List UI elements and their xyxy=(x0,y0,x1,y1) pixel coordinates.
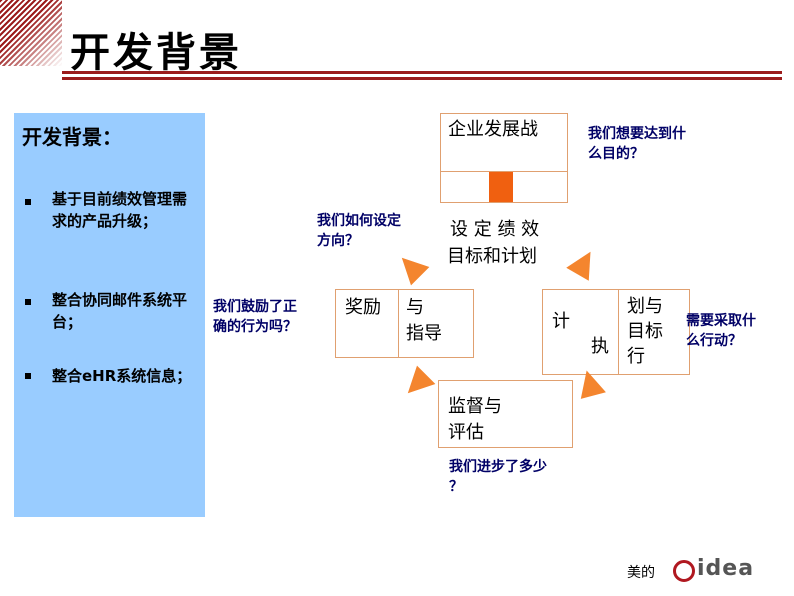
header-rule-bottom xyxy=(62,77,782,80)
bullet-marker xyxy=(25,299,31,305)
plan-box-left-line2: 执 xyxy=(591,336,609,357)
reward-box-divider xyxy=(398,290,399,357)
header-rule-top xyxy=(62,71,782,74)
background-panel xyxy=(14,113,205,517)
question-bottom-line1: 我们进步了多少 xyxy=(449,459,547,475)
strategy-box-label: 企业发展战 xyxy=(448,119,538,140)
strategy-box-divider xyxy=(440,171,568,172)
plan-box-right-line3: 行 xyxy=(627,346,645,367)
bullet-item: 整合eHR系统信息； xyxy=(52,367,192,385)
goal-label-line1: 设 定 绩 效 xyxy=(450,219,540,240)
plan-box-divider xyxy=(618,290,619,374)
question-left-line2: 确的行为吗？ xyxy=(213,319,297,335)
strategy-box-bar xyxy=(489,172,513,202)
logo-en: idea xyxy=(697,556,755,581)
goal-label-line2: 目标和计划 xyxy=(447,246,537,267)
cycle-arrow-upper-left xyxy=(392,248,430,286)
question-right-line2: 么行动？ xyxy=(686,333,742,349)
corner-decoration-fade xyxy=(0,0,62,66)
question-top-left-line2: 方向？ xyxy=(317,233,359,249)
bullet-item: 基于目前绩效管理需求的产品升级； xyxy=(52,190,188,230)
plan-box-left-line1: 计 xyxy=(552,311,570,332)
question-top-right-line2: 么目的？ xyxy=(588,146,644,162)
plan-box-right-line1: 划与 xyxy=(627,296,663,317)
midea-logo-icon xyxy=(673,560,695,582)
bullet-marker xyxy=(25,199,31,205)
question-bottom-line2: ？ xyxy=(449,479,463,495)
page-title: 开发背景 xyxy=(70,30,242,76)
bullet-item: 整合协同邮件系统平台； xyxy=(52,291,188,331)
panel-title: 开发背景： xyxy=(22,125,122,149)
cycle-arrow-upper-right xyxy=(566,245,602,281)
question-right-line1: 需要采取什 xyxy=(686,313,756,329)
question-top-right-line1: 我们想要达到什 xyxy=(588,126,686,142)
reward-box-right-line1: 与 xyxy=(406,297,424,318)
monitor-box-line1: 监督与 xyxy=(448,396,502,417)
reward-box-left: 奖励 xyxy=(345,297,381,318)
reward-box xyxy=(335,289,474,358)
monitor-box xyxy=(438,380,573,448)
cycle-arrow-lower-left xyxy=(398,365,436,403)
bullet-marker xyxy=(25,373,31,379)
reward-box-right-line2: 指导 xyxy=(406,323,442,344)
plan-box xyxy=(542,289,690,375)
question-top-left-line1: 我们如何设定 xyxy=(317,213,401,229)
plan-box-right-line2: 目标 xyxy=(627,321,663,342)
monitor-box-line2: 评估 xyxy=(448,422,484,443)
question-left-line1: 我们鼓励了正 xyxy=(213,299,297,315)
logo-cn: 美的 xyxy=(627,565,655,581)
